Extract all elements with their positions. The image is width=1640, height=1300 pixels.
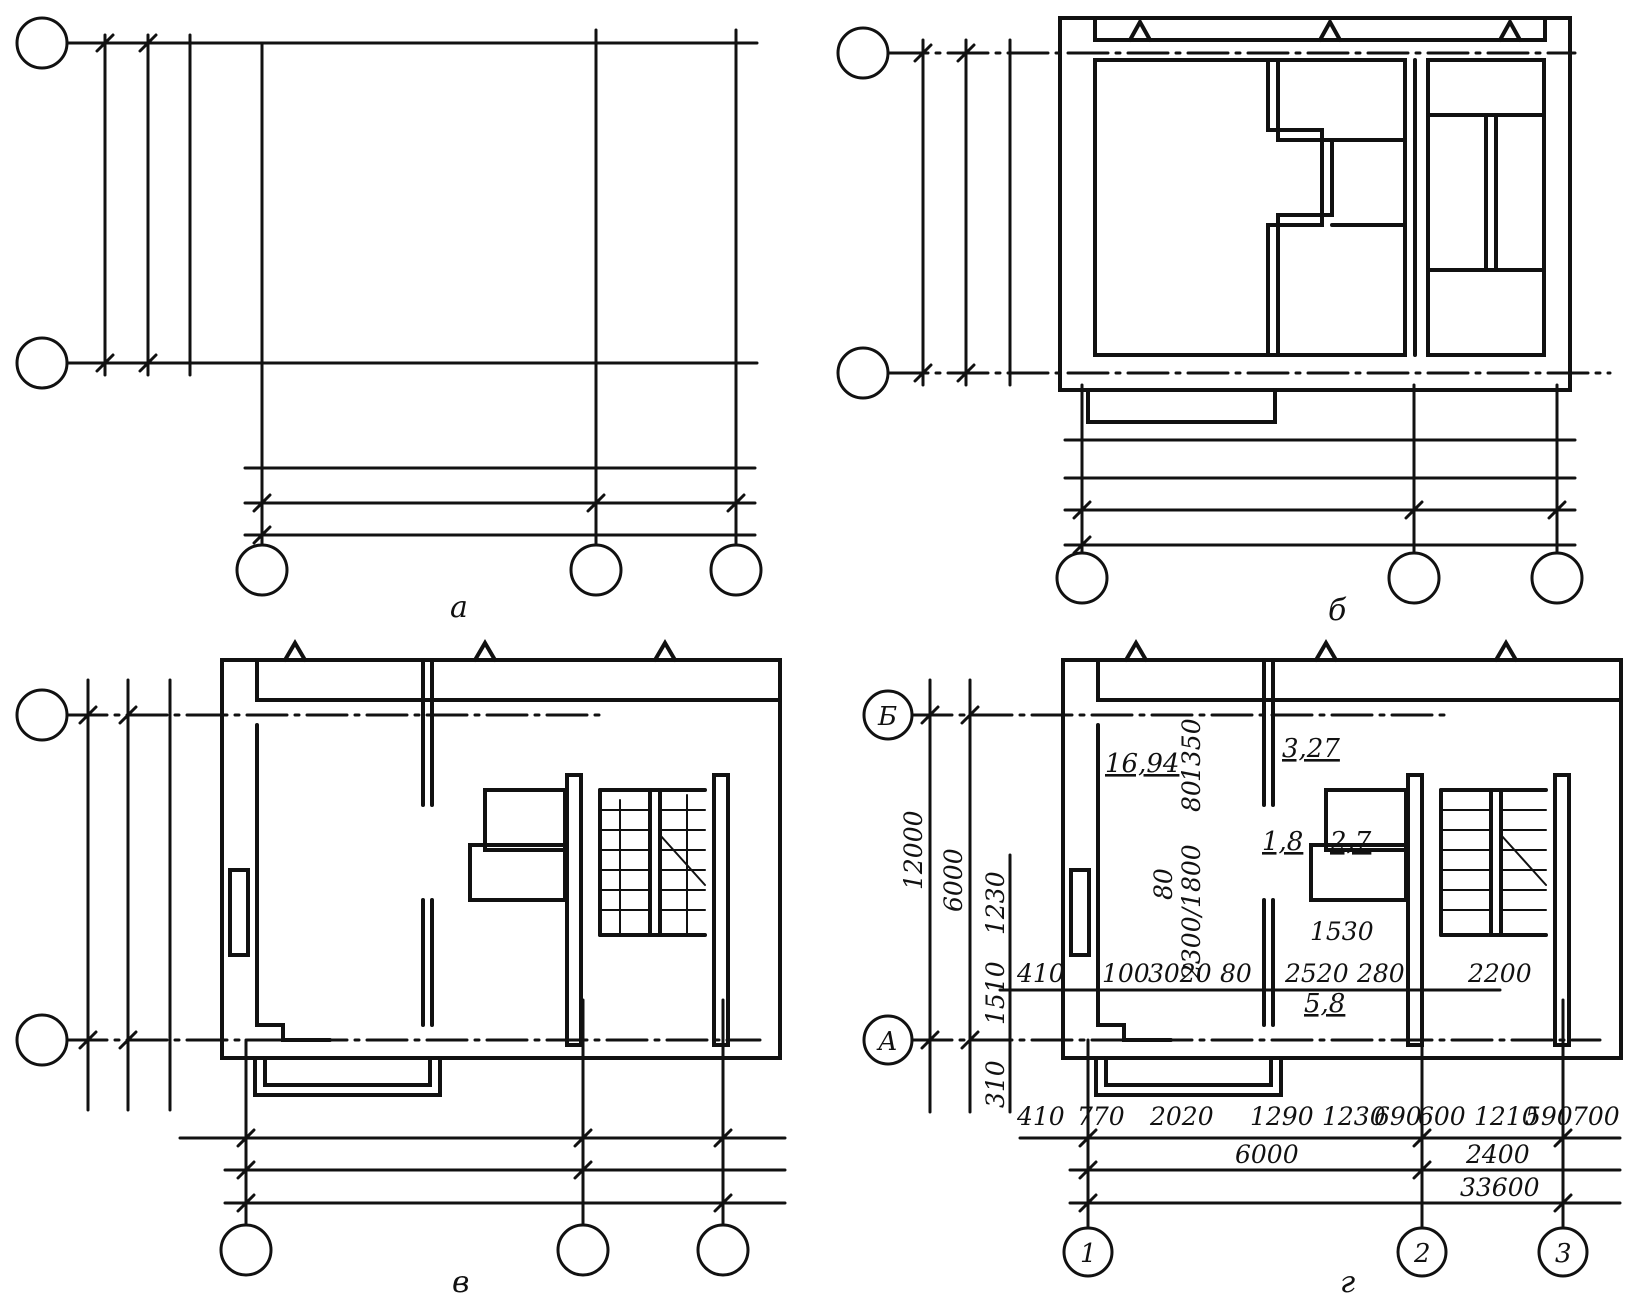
axis-bubble xyxy=(15,1013,69,1067)
axis-bubble xyxy=(1055,551,1109,605)
axis-bubble xyxy=(556,1223,610,1277)
walls xyxy=(1058,16,1572,424)
svg-text:1290: 1290 xyxy=(1250,1102,1314,1131)
room-area-hall: 5,8 xyxy=(1304,989,1345,1019)
axis-bubble-b: Б xyxy=(862,689,914,741)
dim-vertical-axis-span: 6000 xyxy=(939,848,968,912)
svg-text:1: 1 xyxy=(1080,1239,1097,1269)
dim-vertical-1230: 1230 xyxy=(981,871,1010,935)
axis-bubble xyxy=(15,336,69,390)
axis-bubble xyxy=(235,543,289,597)
dimension-ticks xyxy=(95,33,746,545)
dim-inner-1530: 1530 xyxy=(1310,917,1374,946)
dim-inner-stack: 2300/1800 xyxy=(1177,844,1206,981)
dim-row-1: 410 100 3020 80 2520 280 2200 xyxy=(1016,959,1532,988)
dim-inner-1350: 1350 xyxy=(1177,718,1206,782)
axis-bubble xyxy=(569,543,623,597)
panel-a: а xyxy=(15,16,763,625)
axis-bubble-2: 2 xyxy=(1396,1226,1448,1278)
svg-text:2520: 2520 xyxy=(1284,959,1349,988)
axis-bubble-1: 1 xyxy=(1062,1226,1114,1278)
dimension-ticks xyxy=(920,705,1573,1213)
panel-label: г xyxy=(1340,1265,1355,1295)
panel-label: б xyxy=(1328,593,1347,628)
svg-text:280: 280 xyxy=(1356,959,1405,988)
svg-text:600: 600 xyxy=(1418,1102,1466,1131)
axis-bubble xyxy=(836,26,890,80)
axis-bubble xyxy=(219,1223,273,1277)
dimension-ticks xyxy=(78,705,733,1213)
dim-vertical-310: 310 xyxy=(981,1060,1010,1108)
room-area-living: 16,94 xyxy=(1105,749,1179,779)
axis-bubble-3: 3 xyxy=(1537,1226,1589,1278)
grid-lines xyxy=(65,678,787,1227)
panel-label: в xyxy=(452,1265,469,1295)
svg-text:1210: 1210 xyxy=(1474,1102,1538,1131)
svg-text:2200: 2200 xyxy=(1467,959,1532,988)
panel-v: в xyxy=(15,639,787,1300)
svg-text:1230: 1230 xyxy=(1322,1102,1386,1131)
panel-b: б xyxy=(836,16,1612,628)
svg-text:410: 410 xyxy=(1016,959,1065,988)
svg-text:3: 3 xyxy=(1555,1239,1572,1269)
dimension-ticks xyxy=(913,43,1567,555)
svg-text:700: 700 xyxy=(1572,1102,1620,1131)
dim-row-2: 410 770 2020 1290 1230 690 600 1210 590 … xyxy=(1016,1102,1620,1131)
axis-bubble xyxy=(836,346,890,400)
svg-text:2020: 2020 xyxy=(1149,1102,1214,1131)
dim-vertical-overall: 12000 xyxy=(899,810,928,890)
grid-lines xyxy=(886,38,1612,555)
axis-bubble xyxy=(15,16,69,70)
panel-label: а xyxy=(450,590,468,625)
dim-vertical-1510: 1510 xyxy=(981,961,1010,1025)
dim-total-span2: 2400 xyxy=(1465,1140,1530,1169)
axis-bubble-a: А xyxy=(862,1014,914,1066)
room-area-wc: 2,7 xyxy=(1329,827,1372,857)
svg-text:80: 80 xyxy=(1220,959,1252,988)
svg-text:100: 100 xyxy=(1102,959,1150,988)
svg-text:Б: Б xyxy=(877,702,897,732)
axis-bubble xyxy=(696,1223,750,1277)
dim-inner-80a: 80 xyxy=(1177,780,1206,812)
svg-text:590: 590 xyxy=(1525,1102,1573,1131)
dim-total-span: 6000 xyxy=(1235,1140,1299,1169)
stair-treads xyxy=(1440,809,1547,911)
svg-text:770: 770 xyxy=(1077,1102,1125,1131)
axis-bubble xyxy=(1387,551,1441,605)
svg-text:690: 690 xyxy=(1374,1102,1422,1131)
grid-lines xyxy=(65,28,759,547)
dim-total-overall: 33600 xyxy=(1460,1173,1540,1202)
panel-g: Б А 1 2 3 xyxy=(862,639,1623,1300)
svg-text:А: А xyxy=(876,1027,898,1057)
axis-bubble xyxy=(709,543,763,597)
axis-bubble xyxy=(15,688,69,742)
dim-inner-80b: 80 xyxy=(1149,868,1178,900)
svg-text:2: 2 xyxy=(1413,1239,1431,1269)
svg-text:3020: 3020 xyxy=(1148,959,1212,988)
room-area-corridor: 1,8 xyxy=(1262,827,1303,857)
stair-treads xyxy=(599,794,706,936)
walls xyxy=(220,639,782,1097)
room-area-bath: 3,27 xyxy=(1282,734,1340,764)
axis-bubble xyxy=(1530,551,1584,605)
svg-text:410: 410 xyxy=(1016,1102,1065,1131)
